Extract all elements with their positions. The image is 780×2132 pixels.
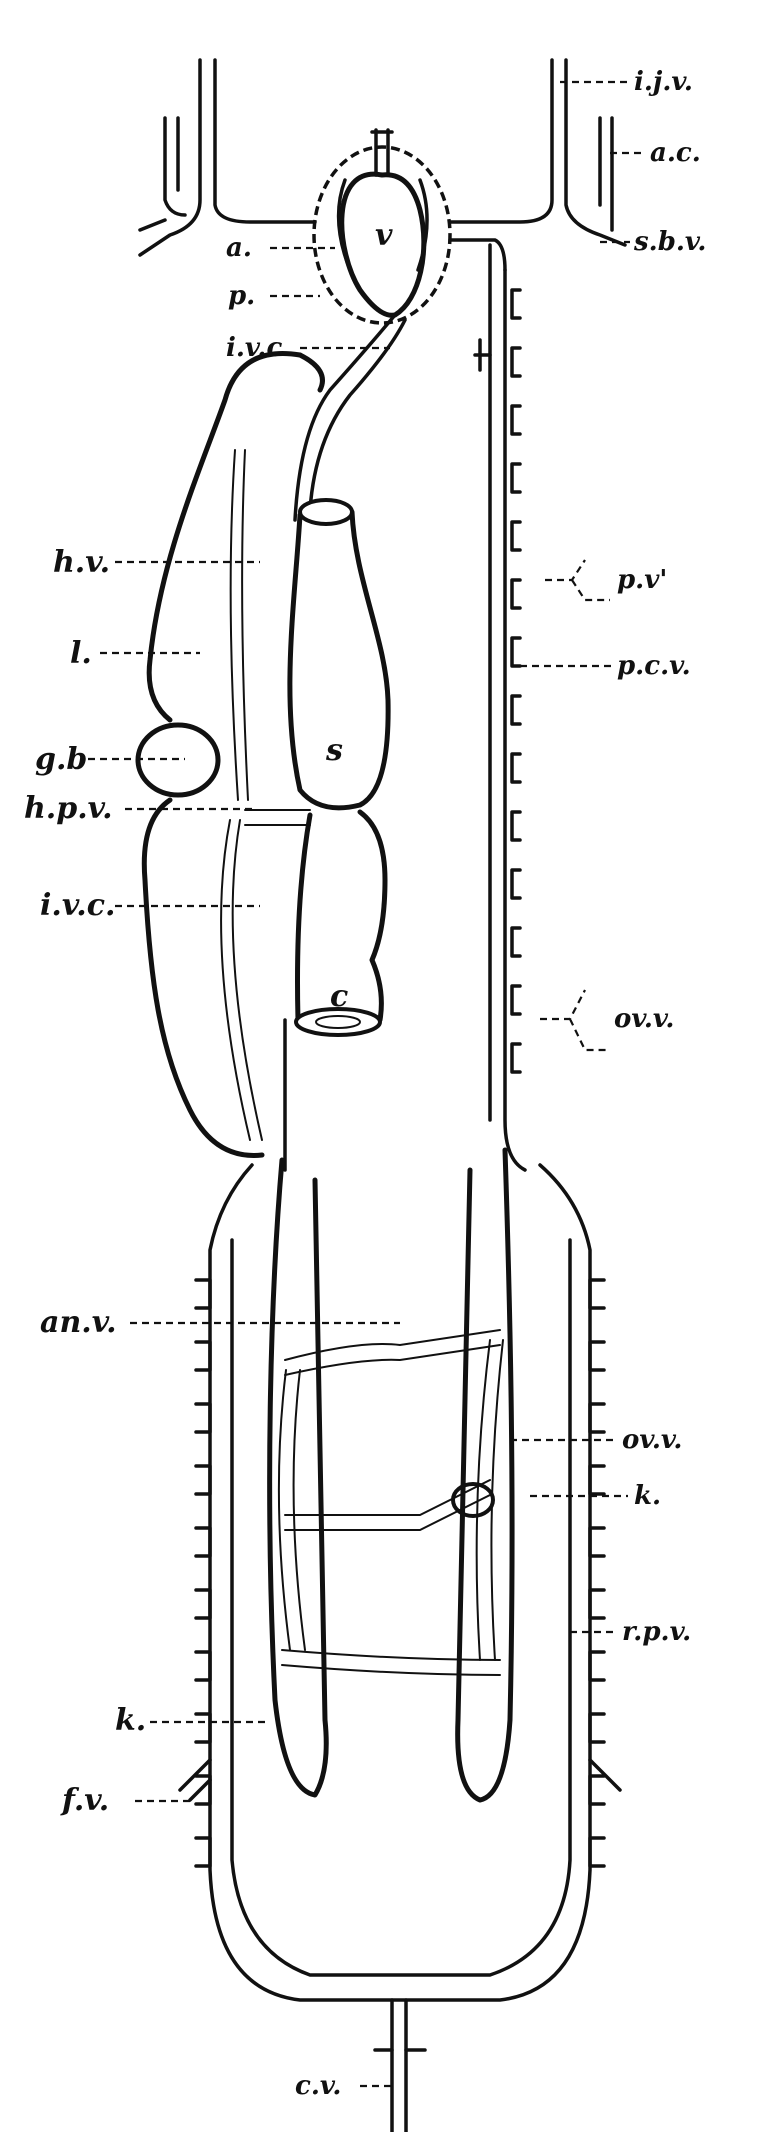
label-cv: c.v. [295,2071,341,2101]
renal-portal-branch [194,1464,212,1496]
segmental-vein [510,810,522,842]
label-ivc-top: i.v.c [226,333,282,363]
segmental-vein [510,462,522,494]
label-a: a. [226,233,252,263]
kidneys [178,1147,622,2132]
label-sbv: s.b.v. [633,227,706,257]
renal-portal-branch [588,1464,606,1496]
label-anv: an.v. [40,1305,117,1340]
segmental-vein [510,288,522,320]
renal-portal-branch [194,1278,212,1310]
renal-portal-branch [194,1650,212,1682]
label-ovv-lower: ov.v. [622,1425,682,1455]
renal-portal-branch [194,1402,212,1434]
renal-portal-branch [588,1402,606,1434]
label-ovv-upper: ov.v. [614,1004,674,1034]
stomach [287,498,391,811]
segmental-vein [510,926,522,958]
labels: i.j.v. a.c. s.b.v. a. v p. i.v.c h.v. p.… [24,67,706,2101]
segmental-vein [510,346,522,378]
renal-portal-branch [588,1650,606,1682]
label-ivc: i.v.c. [40,888,115,923]
label-k-right: k. [634,1481,661,1511]
segmental-vein [510,1042,522,1074]
renal-portal-branch [194,1774,212,1806]
segmental-vein [510,984,522,1016]
label-v: v [375,218,393,253]
cardinal-veins [283,243,527,1172]
segmental-vein [510,404,522,436]
label-hv: h.v. [53,545,110,580]
anterior-veins [138,58,627,272]
label-hpv: h.p.v. [24,791,113,826]
label-pv-prime: p.v' [617,565,667,595]
label-c: c [330,979,348,1014]
renal-portal-branch [588,1340,606,1372]
leader-lines [88,80,645,2088]
renal-portal-branch [194,1526,212,1558]
segmental-vein [510,694,522,726]
colon [294,809,388,1037]
label-gb: g.b [35,742,87,777]
segmental-vein [510,868,522,900]
renal-portal-branch [194,1588,212,1620]
label-p: p. [228,281,255,311]
renal-portal-branch [194,1836,212,1868]
renal-portal-branch [588,1712,606,1744]
segmental-vein [510,520,522,552]
segmental-vein [510,636,522,668]
segmental-vein [510,578,522,610]
label-fv: f.v. [60,1783,109,1818]
label-ijv: i.j.v. [634,67,693,97]
liver [135,351,325,1158]
label-ac: a.c. [650,138,701,168]
renal-portal-branch [588,1836,606,1868]
renal-portal-branch [588,1774,606,1806]
label-pcv: p.c.v. [617,651,691,681]
renal-portal-branch [588,1588,606,1620]
renal-portal-branch [588,1278,606,1310]
renal-portal-branch [588,1526,606,1558]
label-s: s [325,733,343,768]
label-k-left: k. [115,1703,146,1738]
label-l: l. [70,636,92,671]
label-rpv: r.p.v. [622,1617,691,1647]
segmental-vein [510,752,522,784]
renal-portal-branch [194,1712,212,1744]
renal-portal-branch [194,1340,212,1372]
heart [293,128,452,522]
